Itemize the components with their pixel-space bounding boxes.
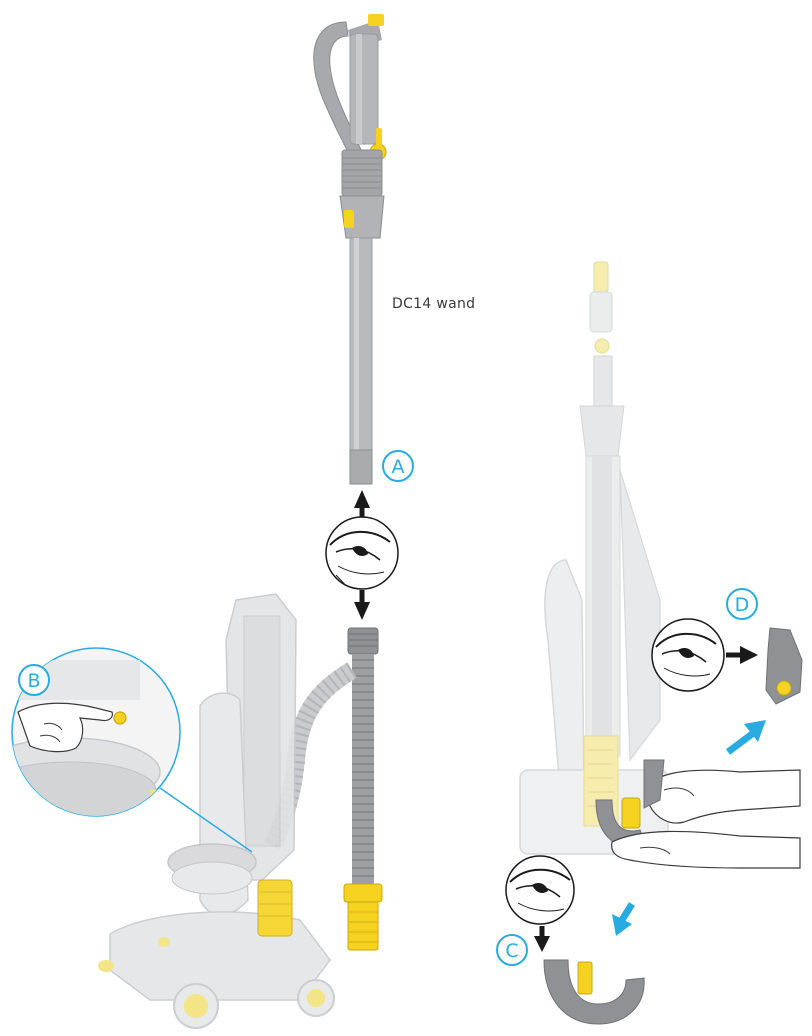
callout-b-label: B xyxy=(27,670,40,692)
push-arrow-icon xyxy=(740,646,758,664)
detail-magnifier-d: D xyxy=(651,588,803,705)
u-bend-removal xyxy=(595,759,801,869)
left-yellow-cuff xyxy=(257,879,293,937)
callout-c-label: C xyxy=(505,940,518,962)
dc14-wand xyxy=(313,14,387,485)
vacuum-right xyxy=(519,261,669,855)
release-button-icon xyxy=(113,711,127,725)
vacuum-left xyxy=(98,593,335,1029)
wand-caption: DC14 wand xyxy=(392,296,476,312)
callout-d-label: D xyxy=(735,594,750,616)
callout-a-label: A xyxy=(392,456,405,478)
arrow-down-icon xyxy=(354,602,370,620)
motion-arrow-down-icon xyxy=(612,902,635,936)
eye-inspect-icon xyxy=(325,490,399,620)
arrow-up-icon xyxy=(354,490,370,508)
arrow-down-c-icon xyxy=(534,936,550,952)
wand-release-tab xyxy=(368,14,384,26)
detail-magnifier-c: C xyxy=(496,855,645,1025)
motion-arrow-icon xyxy=(725,720,766,755)
callout-a: A xyxy=(382,450,414,482)
